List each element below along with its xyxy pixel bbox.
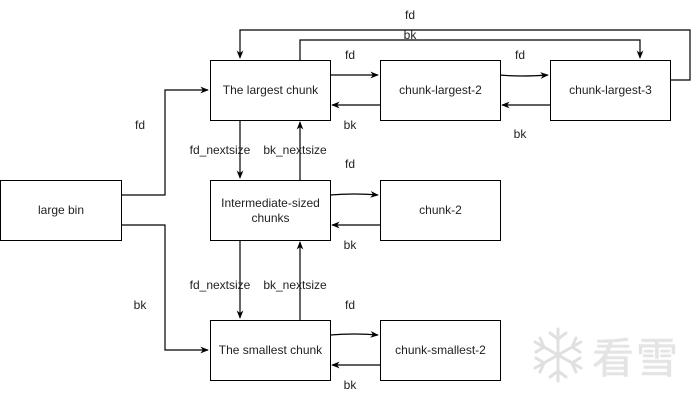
edge-label-bin-bk: bk (133, 298, 147, 312)
node-largest-chunk: The largest chunk (210, 60, 331, 121)
edge-label-smallest-fd: fd (344, 298, 356, 312)
watermark: 看雪 (530, 322, 690, 388)
edge-label-top-fd: fd (404, 8, 416, 22)
node-smallest-chunk: The smallest chunk (210, 320, 331, 381)
node-chunk-2: chunk-2 (380, 180, 501, 241)
edge-label-bin-fd: fd (134, 118, 146, 132)
edge-label-largest3-bk: bk (513, 127, 527, 141)
edge-label-smallest2-bk: bk (343, 378, 357, 392)
snowflake-icon (533, 327, 583, 383)
node-label: chunk-largest-2 (399, 83, 482, 97)
edge-label-fd-nextsize-2: fd_nextsize (189, 278, 251, 292)
edge-label-bk-nextsize-1: bk_nextsize (263, 143, 327, 157)
node-chunk-smallest-2: chunk-smallest-2 (380, 320, 501, 381)
edge-bin-fd (121, 86, 209, 196)
node-intermediate-chunks: Intermediate-sized chunks (210, 180, 331, 241)
node-label: The smallest chunk (218, 343, 323, 357)
node-label: The largest chunk (222, 83, 319, 97)
node-label: chunk-largest-3 (569, 83, 652, 97)
edge-smallest-fd (329, 330, 379, 338)
node-label: chunk-smallest-2 (395, 343, 486, 357)
edge-label-fd-nextsize-1: fd_nextsize (189, 143, 251, 157)
edge-label-inter-fd: fd (344, 157, 356, 171)
node-label: chunk-2 (419, 203, 462, 217)
edge-inter-fd (329, 190, 379, 198)
edge-label-largest2-fd: fd (514, 48, 526, 62)
node-label: Intermediate-sized chunks (221, 195, 320, 225)
edge-largest2-fd (499, 72, 549, 79)
edge-label-bk-nextsize-2: bk_nextsize (263, 278, 327, 292)
edge-top-bk (299, 39, 644, 60)
edge-label-top-bk: bk (403, 28, 417, 42)
node-label: large bin (37, 203, 85, 217)
edge-top-fd (236, 29, 691, 81)
edge-label-largest2-bk: bk (343, 118, 357, 132)
node-chunk-largest-2: chunk-largest-2 (380, 60, 501, 121)
edge-label-largest-fd: fd (344, 48, 356, 62)
edge-label-chunk2-bk: bk (343, 238, 357, 252)
node-large-bin: large bin (0, 180, 122, 241)
node-chunk-largest-3: chunk-largest-3 (550, 60, 671, 121)
edge-bin-bk (121, 224, 209, 354)
watermark-text: 看雪 (592, 333, 681, 383)
